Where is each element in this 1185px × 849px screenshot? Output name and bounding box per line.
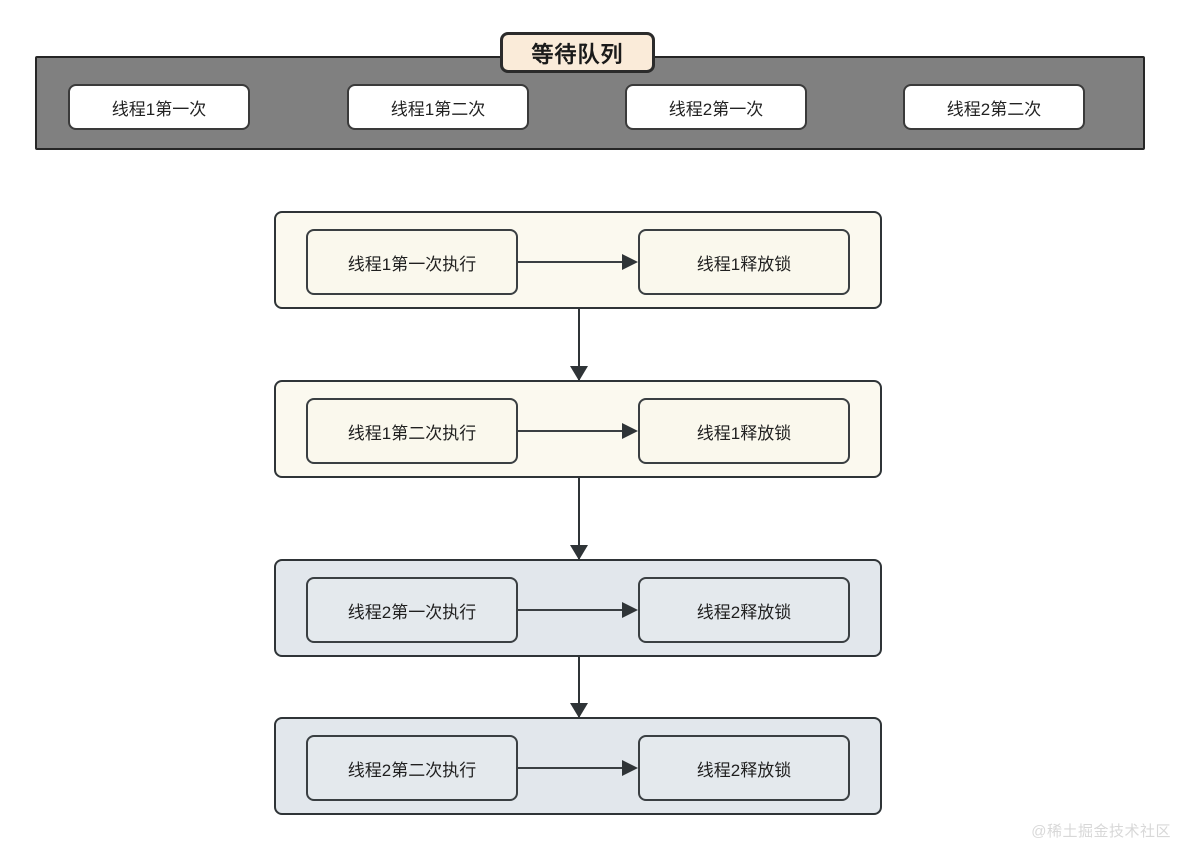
execution-node-right[interactable]: 线程1释放锁 [638,398,850,464]
queue-item[interactable]: 线程2第二次 [903,84,1085,130]
waiting-queue-title-label: 等待队列 [531,41,624,67]
arrow-right-icon [518,423,638,439]
execution-group: 线程2第一次执行 线程2释放锁 [274,559,882,657]
queue-item[interactable]: 线程1第一次 [68,84,250,130]
execution-node-right-label: 线程2释放锁 [696,760,792,780]
execution-node-left-label: 线程2第一次执行 [347,602,477,622]
arrow-line [518,430,626,432]
execution-node-left[interactable]: 线程2第一次执行 [306,577,518,643]
queue-item[interactable]: 线程2第一次 [625,84,807,130]
arrow-line [518,767,626,769]
arrow-head [622,760,638,776]
arrow-down-icon [570,657,588,718]
execution-node-right-label: 线程2释放锁 [696,602,792,622]
execution-group: 线程2第二次执行 线程2释放锁 [274,717,882,815]
queue-item[interactable]: 线程1第二次 [347,84,529,130]
execution-node-right[interactable]: 线程2释放锁 [638,577,850,643]
arrow-line [578,478,580,559]
execution-node-left[interactable]: 线程1第一次执行 [306,229,518,295]
arrow-head [622,254,638,270]
arrow-line [578,657,580,717]
waiting-queue-title: 等待队列 [500,32,655,73]
arrow-head [570,366,588,381]
arrow-down-icon [570,478,588,560]
execution-node-left[interactable]: 线程2第二次执行 [306,735,518,801]
arrow-right-icon [518,760,638,776]
queue-item-label: 线程1第二次 [390,99,486,119]
execution-node-right[interactable]: 线程2释放锁 [638,735,850,801]
execution-group: 线程1第二次执行 线程1释放锁 [274,380,882,478]
execution-node-right-label: 线程1释放锁 [696,423,792,443]
arrow-line [518,261,626,263]
arrow-line [578,309,580,380]
execution-node-left-label: 线程1第一次执行 [347,254,477,274]
queue-item-label: 线程2第二次 [946,99,1042,119]
queue-item-label: 线程1第一次 [111,99,207,119]
arrow-head [570,545,588,560]
arrow-right-icon [518,602,638,618]
arrow-line [518,609,626,611]
arrow-right-icon [518,254,638,270]
queue-item-label: 线程2第一次 [668,99,764,119]
execution-node-right[interactable]: 线程1释放锁 [638,229,850,295]
watermark: @稀土掘金技术社区 [1031,823,1171,840]
arrow-down-icon [570,309,588,381]
execution-node-right-label: 线程1释放锁 [696,254,792,274]
execution-node-left[interactable]: 线程1第二次执行 [306,398,518,464]
execution-group: 线程1第一次执行 线程1释放锁 [274,211,882,309]
execution-node-left-label: 线程1第二次执行 [347,423,477,443]
arrow-head [622,423,638,439]
execution-node-left-label: 线程2第二次执行 [347,760,477,780]
arrow-head [622,602,638,618]
arrow-head [570,703,588,718]
